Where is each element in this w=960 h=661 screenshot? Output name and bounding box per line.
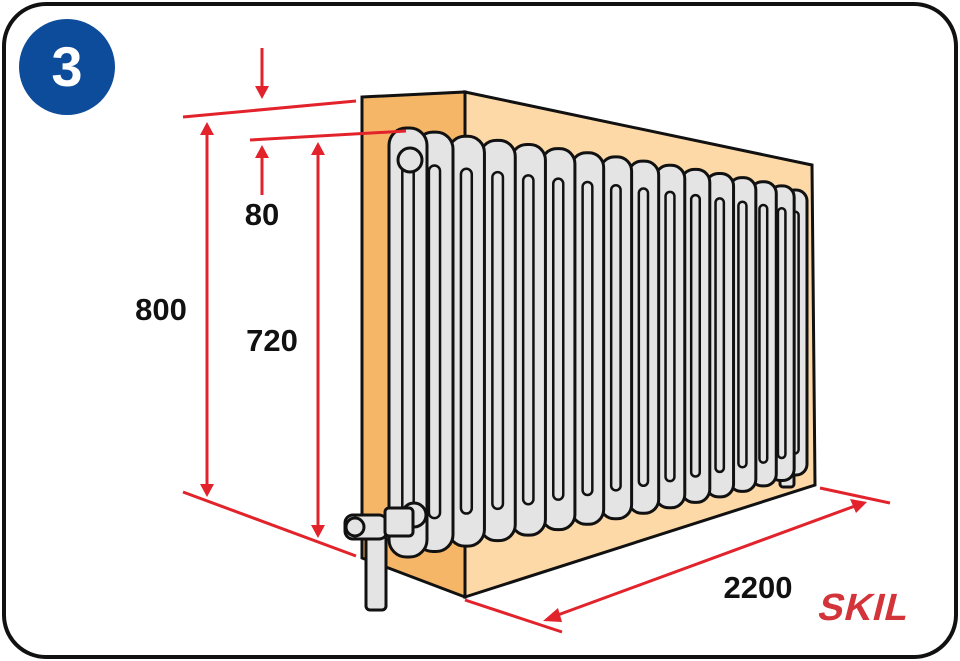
section-groove	[459, 167, 474, 515]
section-groove	[737, 200, 748, 469]
step-badge: 3	[19, 19, 115, 115]
section-groove	[758, 203, 769, 464]
label-top-gap: 80	[245, 197, 279, 232]
valve	[343, 506, 415, 612]
radiator-section	[387, 126, 429, 559]
section-groove	[637, 187, 650, 488]
section-groove	[714, 197, 726, 474]
skil-logo: SKIL	[814, 587, 915, 629]
radiator	[387, 126, 809, 559]
label-radiator-height: 720	[246, 323, 298, 358]
section-groove	[521, 174, 535, 506]
section-groove	[427, 164, 442, 520]
section-groove	[689, 193, 702, 478]
label-total-height: 800	[135, 292, 187, 327]
section-groove	[609, 184, 622, 492]
step-number: 3	[51, 35, 82, 98]
section-groove	[664, 190, 676, 483]
radiator-plug	[396, 146, 424, 174]
section-groove	[552, 177, 565, 501]
section-groove	[581, 180, 594, 497]
dimension-lines	[182, 48, 891, 634]
section-groove	[491, 170, 505, 511]
section-groove	[776, 207, 787, 460]
label-width: 2200	[724, 570, 793, 605]
